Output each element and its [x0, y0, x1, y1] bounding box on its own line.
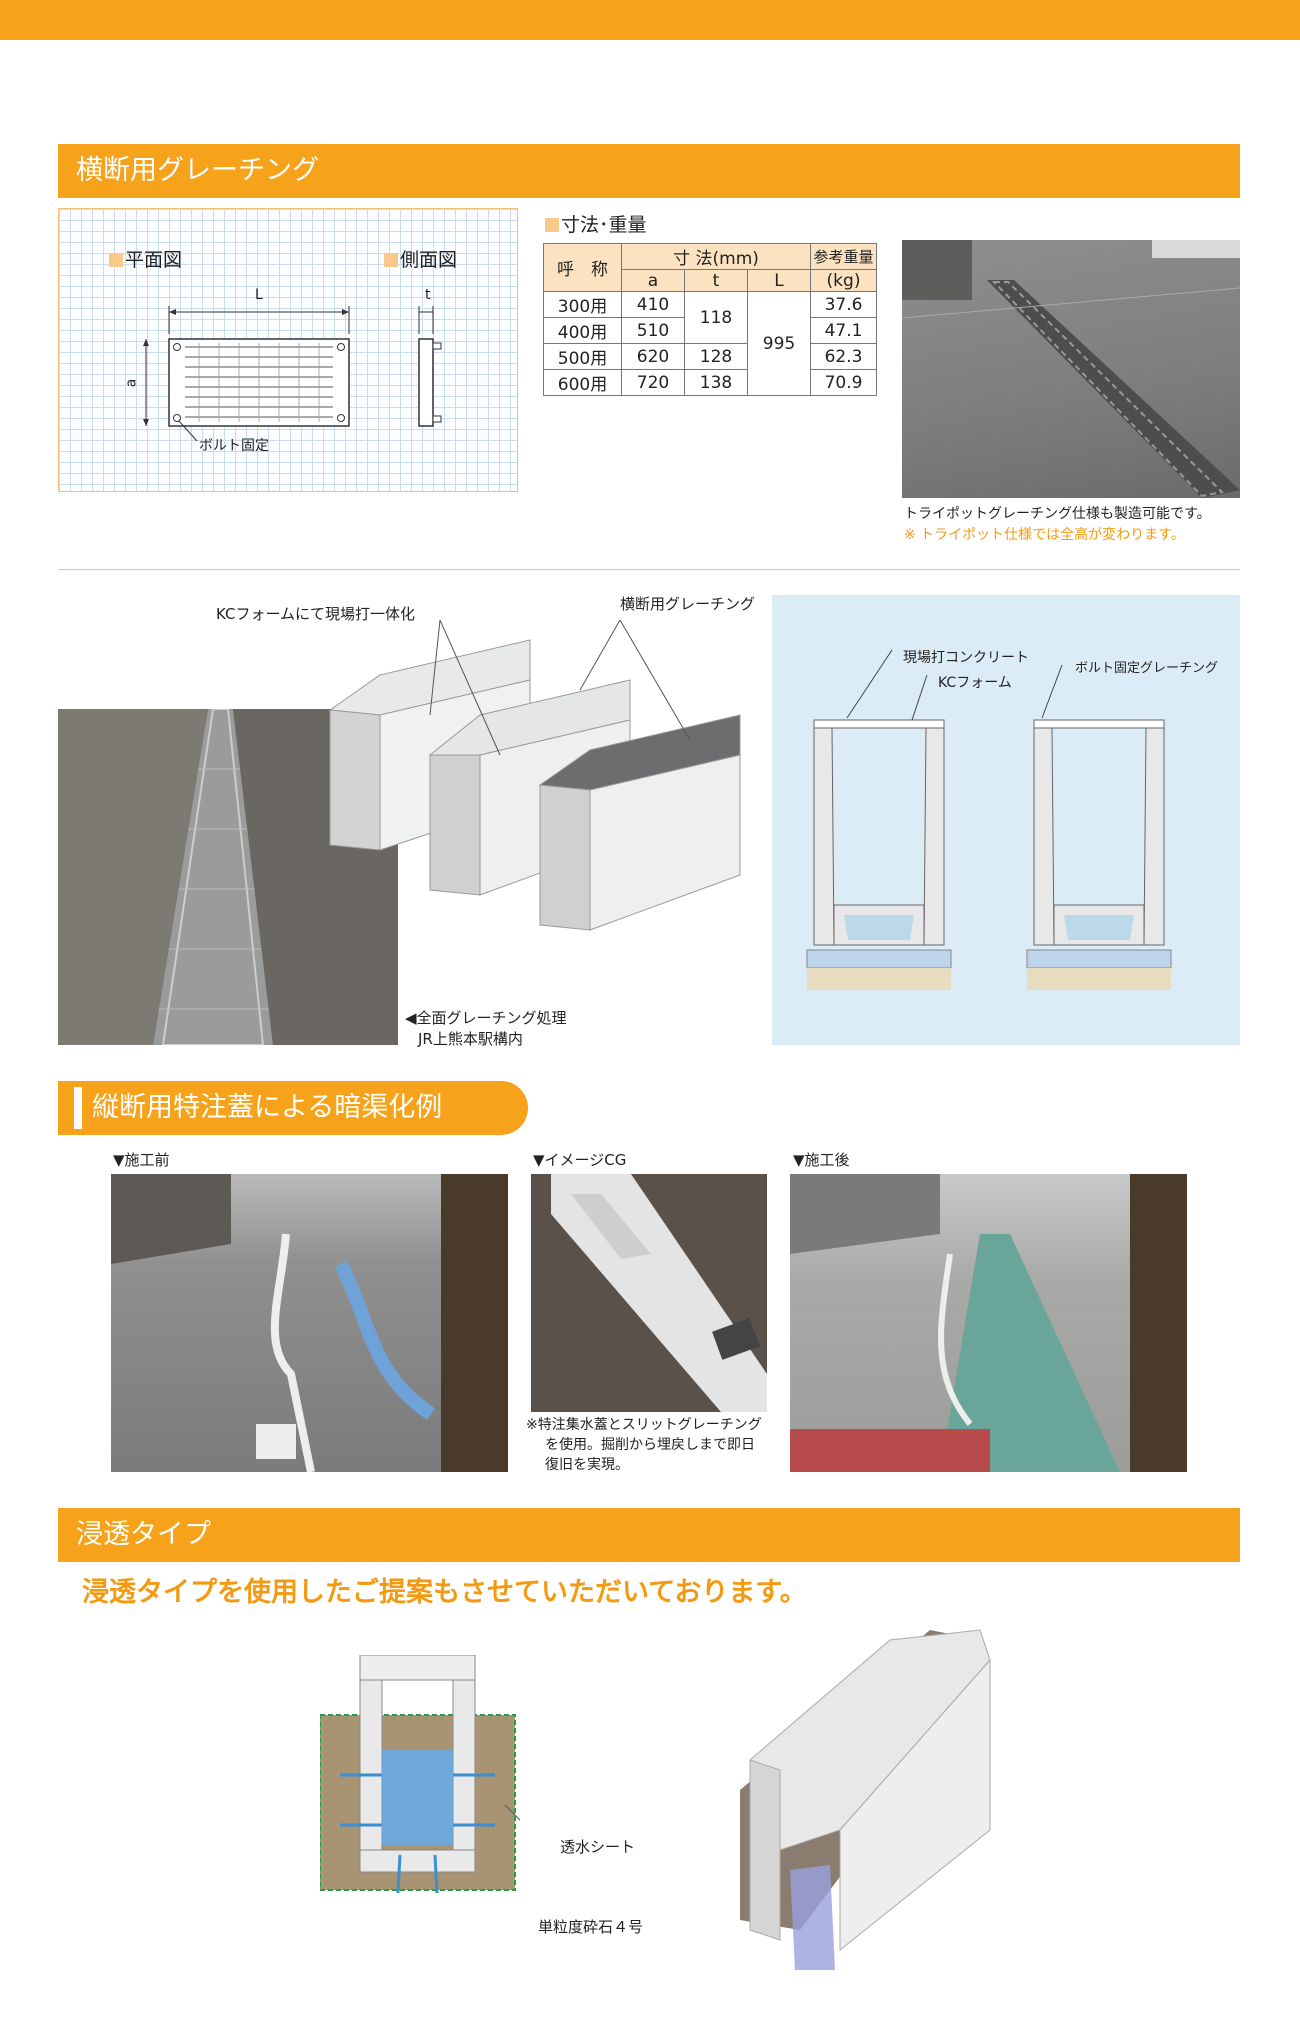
section-title-permeable: 浸透タイプ [58, 1508, 1240, 1562]
header-weight-unit: (kg) [810, 269, 877, 292]
permeable-section-drawing [320, 1655, 520, 1894]
permeable-3d-illustration [740, 1629, 991, 1970]
square-bullet-icon [384, 253, 398, 267]
dim-t-label: t [425, 287, 431, 303]
title-accent-bar [74, 1087, 82, 1129]
header-dim: 寸 法(mm) [621, 243, 811, 270]
spec-table: 呼 称 寸 法(mm) 参考重量 a t L (kg) 300用 410 118… [543, 243, 877, 396]
before-label: ▼施工前 [113, 1151, 170, 1169]
dim-a-label: a [123, 378, 140, 388]
tripod-note-1: トライポットグレーチング仕様も製造可能です。 [904, 506, 1211, 522]
header-t: t [684, 269, 748, 292]
after-photo [790, 1174, 1187, 1472]
permeable-headline: 浸透タイプを使用したご提案もさせていただいております。 [82, 1577, 807, 1608]
before-street-illustration [111, 1174, 508, 1472]
station-caption-1: ◀全面グレーチング処理 [405, 1009, 567, 1027]
before-photo [111, 1174, 508, 1472]
top-color-bar [0, 0, 1300, 40]
table-row: 600用 720 138 70.9 [543, 369, 877, 396]
callout-kc-form: KCフォームにて現場打一体化 [216, 605, 416, 623]
callout-cross-grating: 横断用グレーチング [620, 595, 756, 613]
crushed-stone-label: 単粒度砕石４号 [538, 1918, 644, 1936]
station-caption-2: JR上熊本駅構内 [418, 1030, 523, 1048]
table-row: 400用 510 47.1 [543, 317, 877, 344]
road-illustration [902, 240, 1240, 498]
table-row: 500用 620 128 62.3 [543, 343, 877, 370]
section-title-longitudinal: 縦断用特注蓋による暗渠化例 [58, 1081, 528, 1135]
table-row: 300用 410 118 995 37.6 [543, 291, 877, 396]
cg-label: ▼イメージCG [533, 1151, 627, 1169]
after-street-illustration [790, 1174, 1187, 1472]
after-label: ▼施工後 [793, 1151, 850, 1169]
tripod-grating-photo [902, 240, 1240, 498]
spec-title: 寸法･重量 [545, 210, 647, 237]
square-bullet-icon [109, 253, 123, 267]
cross-section-panel: 現場打コンクリート KCフォーム ボルト固定グレーチング [772, 595, 1240, 1045]
cross-section-drawing [806, 649, 1172, 990]
dim-l-label: L [255, 287, 263, 303]
kc-form-3d-illustration [328, 620, 741, 931]
header-a: a [621, 269, 685, 292]
header-weight: 参考重量 [810, 243, 877, 270]
section-title-cross-grating: 横断用グレーチング [58, 144, 1240, 198]
label-bolt-grating: ボルト固定グレーチング [1075, 661, 1219, 676]
cg-note-2: を使用。掘削から埋戻しまで即日 [545, 1437, 755, 1453]
label-kc-form: KCフォーム [938, 675, 1012, 691]
permeable-sheet-label: 透水シート [560, 1838, 636, 1856]
cg-note-3: 復旧を実現。 [545, 1457, 629, 1473]
square-bullet-icon [545, 218, 559, 232]
header-l: L [747, 269, 811, 292]
cg-note-1: ※特注集水蓋とスリットグレーチング [526, 1417, 762, 1433]
grating-drawing [143, 306, 442, 442]
plan-view-label: 平面図 [109, 245, 182, 272]
tripod-note-2: ※ トライポット仕様では全高が変わります。 [904, 527, 1185, 543]
cg-illustration [551, 1174, 767, 1412]
label-site-concrete: 現場打コンクリート [903, 650, 1029, 666]
header-name: 呼 称 [543, 243, 622, 292]
bolt-fixing-label: ボルト固定 [199, 438, 269, 454]
divider [58, 569, 1240, 570]
cg-photo [531, 1174, 767, 1412]
side-view-label: 側面図 [384, 245, 457, 272]
drawing-panel: 平面図 側面図 [58, 208, 518, 492]
